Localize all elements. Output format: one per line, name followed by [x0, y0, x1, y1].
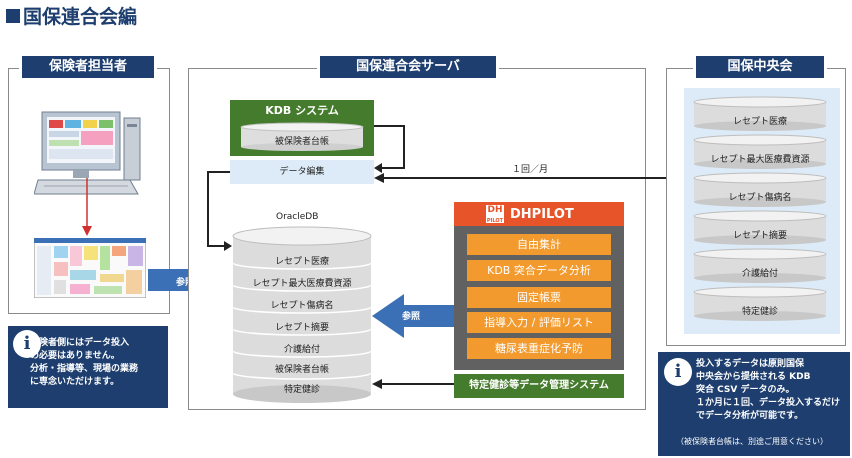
- dashboard-thumbnail-icon: [34, 238, 146, 298]
- page-title: 国保連合会編: [6, 2, 137, 29]
- dhpilot-logo-text: DH: [487, 205, 503, 215]
- oracle-item: 被保険者台帳: [274, 365, 329, 375]
- dhpilot-logo-icon: DH PILOT: [486, 205, 504, 224]
- server-panel-label: 国保連合会サーバ: [317, 53, 499, 81]
- kdb-db-cylinder-icon: [240, 122, 364, 151]
- page-title-text: 国保連合会編: [23, 6, 138, 28]
- data-edit-box: データ編集: [230, 160, 374, 184]
- dhpilot-item[interactable]: 指導入力 / 評価リスト: [467, 312, 611, 333]
- dhpilot-header: [454, 202, 624, 226]
- dhpilot-title: DHPILOT: [510, 207, 574, 222]
- monthly-label: １回／月: [512, 165, 549, 175]
- oracle-db-cylinder-icon: [232, 226, 372, 403]
- health-data-system-box: 特定健診等データ管理システム: [454, 374, 624, 398]
- info-icon: i: [664, 358, 692, 386]
- insurer-info-text: 保険者側にはデータ投入 の必要はありません。 分析・指導等、現場の業務 に専念い…: [30, 338, 139, 387]
- oracle-item: 特定健診: [283, 385, 320, 395]
- central-info-note: （被保険者台帳は、別途ご用意ください）: [676, 437, 828, 446]
- central-info-text: 投入するデータは原則国保 中央会から提供される KDB 突合 CSV データのみ…: [696, 359, 841, 421]
- reference-arrow-left-icon: [372, 294, 456, 338]
- reference-label-left: 参照: [176, 278, 195, 288]
- dhpilot-item[interactable]: 固定帳票: [467, 287, 611, 308]
- central-item: 介護給付: [741, 269, 778, 279]
- down-arrow-icon: [82, 178, 92, 236]
- oracle-db-label: OracleDB: [276, 212, 319, 222]
- central-item: レセプト摘要: [732, 231, 787, 241]
- central-item: レセプト最大医療費資源: [710, 155, 810, 165]
- kdb-system-title: KDB システム: [265, 104, 339, 117]
- oracle-item: レセプト最大医療費資源: [252, 279, 352, 289]
- central-item: 特定健診: [741, 307, 778, 317]
- info-icon: i: [13, 330, 41, 358]
- central-item: レセプト医療: [732, 117, 787, 127]
- oracle-item: レセプト傷病名: [270, 301, 334, 311]
- oracle-item: 介護給付: [283, 345, 320, 355]
- oracle-item: レセプト医療: [274, 257, 329, 267]
- dhpilot-logo-subtext: PILOT: [486, 218, 504, 224]
- oracle-item: レセプト摘要: [274, 323, 329, 333]
- insurer-panel-label: 保険者担当者: [19, 53, 157, 81]
- reference-label-right: 参照: [402, 312, 421, 322]
- kdb-db-label: 被保険者台帳: [274, 137, 329, 147]
- central-panel-label: 国保中央会: [693, 53, 827, 81]
- title-square-icon: [6, 8, 20, 23]
- central-item: レセプト傷病名: [728, 193, 792, 203]
- dhpilot-item[interactable]: 糖尿表重症化予防: [467, 338, 611, 359]
- dhpilot-item[interactable]: 自由集計: [467, 234, 611, 255]
- dhpilot-item[interactable]: KDB 突合データ分析: [467, 260, 611, 281]
- central-db-cylinders-icon: [693, 96, 827, 321]
- desktop-computer-icon: [34, 111, 141, 195]
